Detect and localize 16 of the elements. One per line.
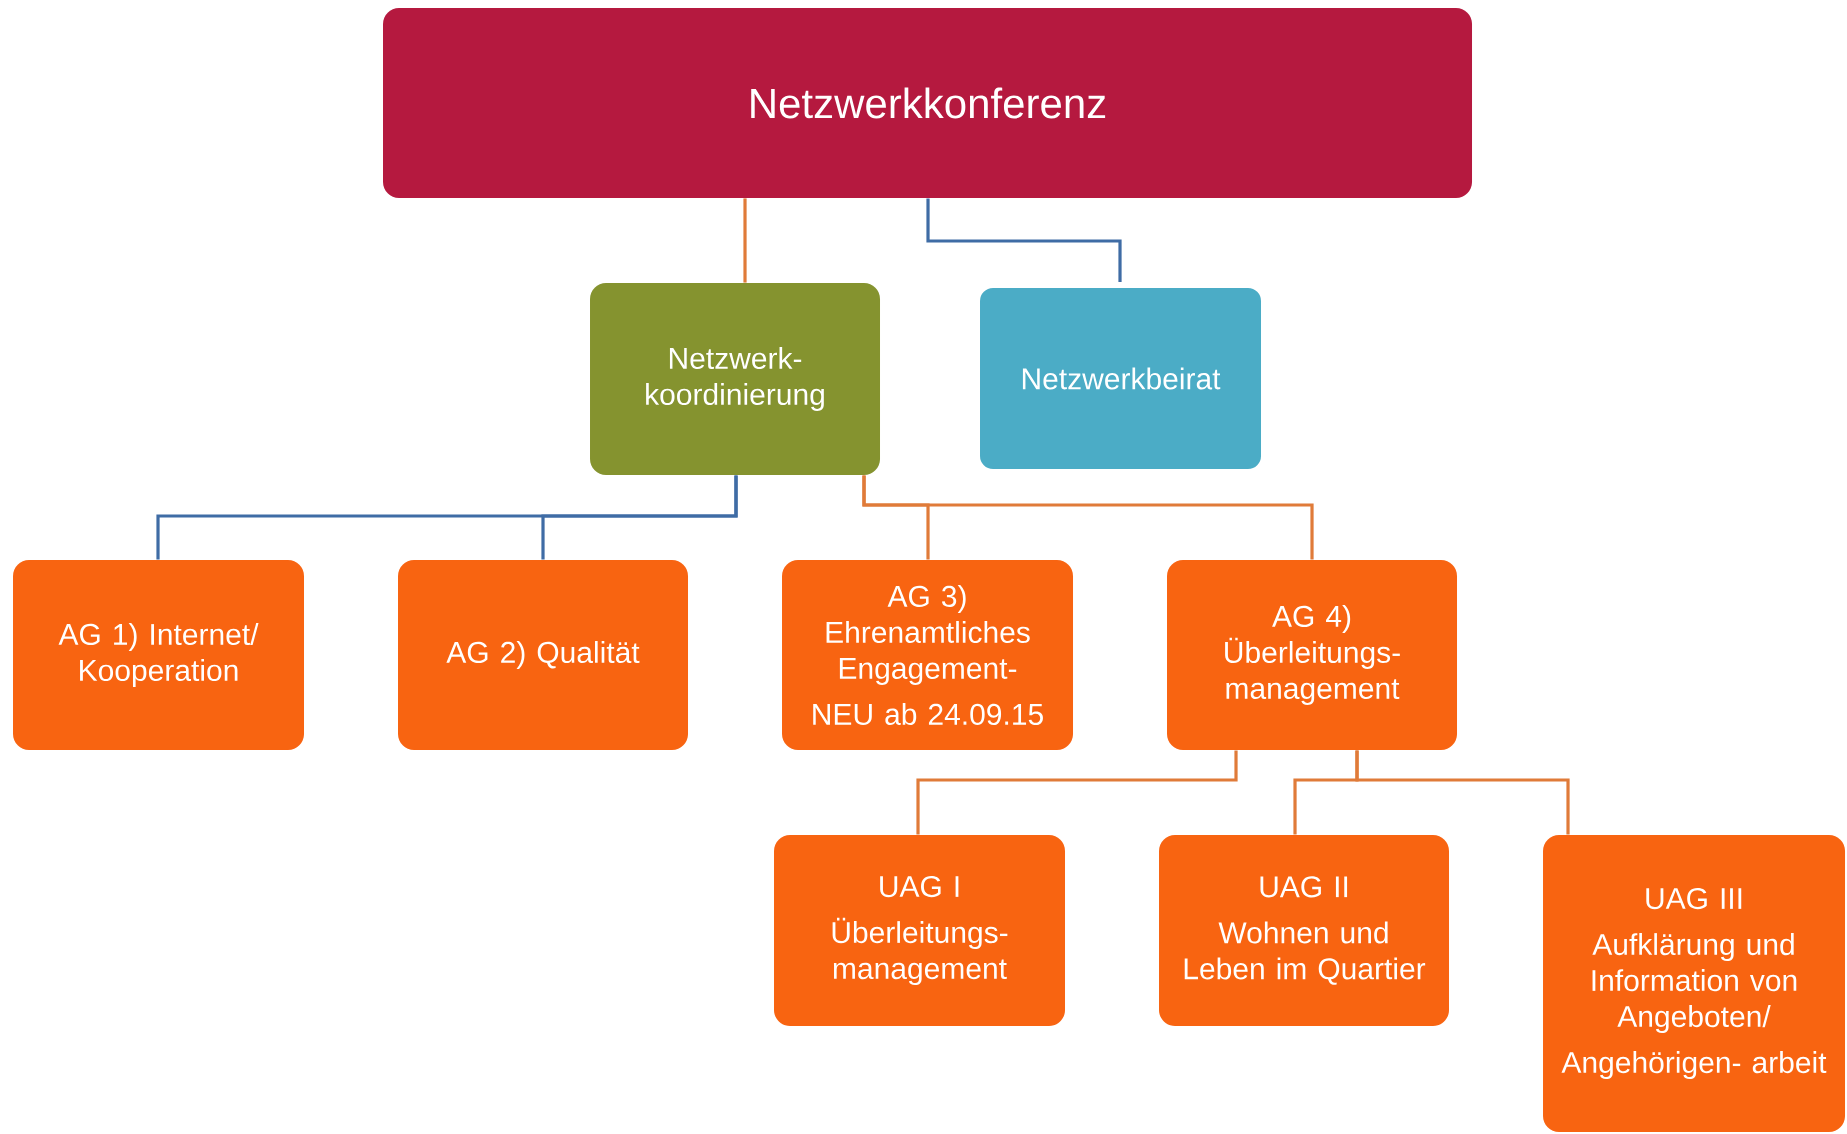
- process-box: AG 4) Überleitungs- management: [1167, 560, 1457, 750]
- connector-line: [862, 475, 1314, 560]
- connector-line: [541, 475, 738, 560]
- process-box: AG 2) Qualität: [398, 560, 688, 750]
- process-box: UAG III Aufklärung und Information von Angeboten/ Angehörigen- arbeit: [1543, 835, 1845, 1132]
- process-box: AG 3) Ehrenamtliches Engagement- NEU ab 24.09.15: [782, 560, 1073, 750]
- connector-line: [916, 750, 1238, 835]
- process-box: Netzwerk- koordinierung: [590, 283, 880, 475]
- connector-line: [926, 198, 1122, 282]
- connector-line: [1355, 750, 1570, 835]
- process-box: Netzwerkbeirat: [974, 282, 1267, 475]
- process-box: UAG II Wohnen und Leben im Quartier: [1159, 835, 1449, 1026]
- connector-line: [743, 198, 747, 283]
- title-box: Netzwerkkonferenz: [383, 8, 1472, 198]
- process-box: UAG I Überleitungs- management: [774, 835, 1065, 1026]
- process-box: AG 1) Internet/ Kooperation: [13, 560, 304, 750]
